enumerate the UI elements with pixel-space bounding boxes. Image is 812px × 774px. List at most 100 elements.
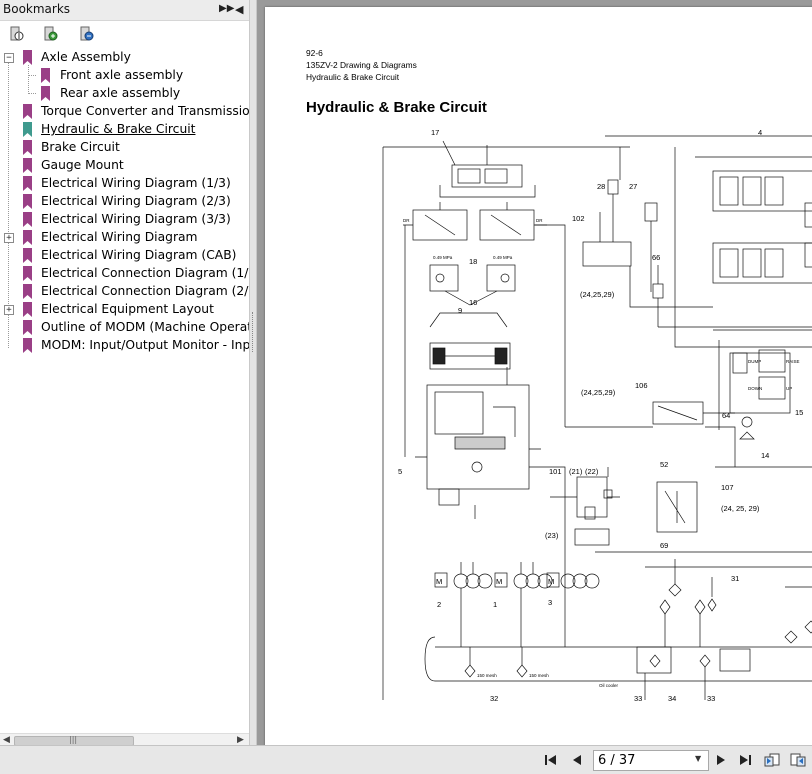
bookmark-electrical-wiring[interactable]: + Electrical Wiring Diagram <box>0 229 249 247</box>
bookmark-ribbon-icon <box>23 104 32 119</box>
callout-3: 3 <box>548 598 552 607</box>
valve-label: DUMP <box>748 359 761 364</box>
bookmark-ribbon-icon <box>23 122 32 137</box>
callout-107: 107 <box>721 483 734 492</box>
bookmark-ribbon-icon <box>23 212 32 227</box>
callout-9: 9 <box>458 306 462 315</box>
reference-note: (24,25,29) <box>581 388 616 397</box>
bookmark-electrical-wiring-2[interactable]: Electrical Wiring Diagram (2/3) <box>0 193 249 211</box>
bookmark-hydraulic-brake-circuit[interactable]: Hydraulic & Brake Circuit <box>0 121 249 139</box>
page-navigation-bar: 6 / 37 ▼ <box>0 745 812 774</box>
chevron-down-icon[interactable]: ▼ <box>695 754 702 763</box>
bookmark-electrical-equipment-layout[interactable]: + Electrical Equipment Layout <box>0 301 249 319</box>
next-page-button[interactable] <box>712 752 730 768</box>
collapse-all-bookmarks-icon[interactable] <box>78 25 96 43</box>
callout-106: 106 <box>635 381 648 390</box>
first-page-button[interactable] <box>542 752 560 768</box>
bookmark-torque-converter[interactable]: Torque Converter and Transmission <box>0 103 249 121</box>
bookmark-ribbon-icon <box>23 50 32 65</box>
motor-label: M <box>436 577 442 586</box>
bookmark-ribbon-icon <box>23 158 32 173</box>
bookmark-brake-circuit[interactable]: Brake Circuit <box>0 139 249 157</box>
bookmark-ribbon-icon <box>23 284 32 299</box>
callout-33: 33 <box>634 694 642 703</box>
document-viewer[interactable]: 92-6 135ZV-2 Drawing & Diagrams Hydrauli… <box>257 0 812 745</box>
page-subtitle: 135ZV-2 Drawing & Diagrams <box>306 60 417 70</box>
strainer-label: 150 mesh <box>477 673 497 678</box>
scroll-right-icon[interactable]: ▶ <box>237 735 244 745</box>
callout-2: 2 <box>437 600 441 609</box>
bookmark-electrical-wiring-1[interactable]: Electrical Wiring Diagram (1/3) <box>0 175 249 193</box>
bookmarks-horizontal-scrollbar[interactable]: ◀ ||| ▶ <box>0 733 249 747</box>
bookmark-electrical-connection-1[interactable]: Electrical Connection Diagram (1/2) <box>0 265 249 283</box>
bookmark-electrical-wiring-3[interactable]: Electrical Wiring Diagram (3/3) <box>0 211 249 229</box>
callout-102: 102 <box>572 214 585 223</box>
bookmarks-tree: − Axle Assembly Front axle assembly Rear… <box>0 48 249 733</box>
pressure-label: 0.49 MPa <box>433 255 453 260</box>
page-title: Hydraulic & Brake Circuit <box>306 99 487 116</box>
bookmark-options-icon[interactable] <box>8 25 26 43</box>
bookmark-rear-axle-assembly[interactable]: Rear axle assembly <box>0 85 249 103</box>
bookmark-axle-assembly[interactable]: − Axle Assembly <box>0 49 249 67</box>
bookmark-modm-io-monitor[interactable]: MODM: Input/Output Monitor - Input/ <box>0 337 249 355</box>
bookmark-ribbon-icon <box>23 194 32 209</box>
callout-17: 17 <box>431 128 439 137</box>
callout-16: 16 <box>469 298 477 307</box>
collapse-toggle-icon[interactable]: − <box>4 53 14 63</box>
port-label: DR <box>403 218 410 223</box>
bookmark-ribbon-icon <box>23 338 32 353</box>
pressure-label: 0.49 MPa <box>493 255 513 260</box>
port-label: DR <box>536 218 543 223</box>
bookmarks-panel: Bookmarks ▶▶ ◀ − Axle Assembly Front axl… <box>0 0 250 773</box>
collapse-panel-icon[interactable]: ◀ <box>235 3 244 16</box>
expand-toggle-icon[interactable]: + <box>4 233 14 243</box>
pdf-page: 92-6 135ZV-2 Drawing & Diagrams Hydrauli… <box>265 7 812 745</box>
callout-27: 27 <box>629 182 637 191</box>
callout-52: 52 <box>660 460 668 469</box>
callout-66: 66 <box>652 253 660 262</box>
go-forward-button[interactable] <box>789 752 807 768</box>
bookmark-ribbon-icon <box>41 68 50 83</box>
scroll-left-icon[interactable]: ◀ <box>3 735 10 745</box>
callout-21: (21) <box>569 467 583 476</box>
motor-label: M <box>548 577 554 586</box>
strainer-label: 150 mesh <box>529 673 549 678</box>
page-number-input[interactable]: 6 / 37 <box>598 753 636 768</box>
callout-34: 34 <box>668 694 676 703</box>
callout-14: 14 <box>761 451 769 460</box>
valve-label: RAISE <box>786 359 800 364</box>
bookmark-gauge-mount[interactable]: Gauge Mount <box>0 157 249 175</box>
bookmark-electrical-connection-2[interactable]: Electrical Connection Diagram (2/2) <box>0 283 249 301</box>
expand-toggle-icon[interactable]: + <box>4 305 14 315</box>
reference-note: (24, 25, 29) <box>721 504 760 513</box>
callout-69: 69 <box>660 541 668 550</box>
callout-4: 4 <box>758 128 762 137</box>
previous-page-button[interactable] <box>568 752 586 768</box>
page-number-text: 92-6 <box>306 48 323 58</box>
page-selector[interactable]: 6 / 37 ▼ <box>593 750 709 771</box>
page-section: Hydraulic & Brake Circuit <box>306 72 400 82</box>
callout-32: 32 <box>490 694 498 703</box>
cooler-label: Oil cooler <box>599 683 619 688</box>
last-page-button[interactable] <box>736 752 754 768</box>
expand-all-bookmarks-icon[interactable] <box>42 25 60 43</box>
callout-64: 64 <box>722 411 730 420</box>
bookmark-ribbon-icon <box>23 320 32 335</box>
bookmark-front-axle-assembly[interactable]: Front axle assembly <box>0 67 249 85</box>
bookmark-ribbon-icon <box>23 140 32 155</box>
valve-label: UP <box>786 386 792 391</box>
callout-28: 28 <box>597 182 605 191</box>
motor-label: M <box>496 577 502 586</box>
bookmark-ribbon-icon <box>23 176 32 191</box>
callout-15: 15 <box>795 408 803 417</box>
go-back-button[interactable] <box>763 752 781 768</box>
panel-splitter[interactable] <box>250 0 257 773</box>
bookmarks-header: Bookmarks ▶▶ ◀ <box>0 0 249 21</box>
bookmark-electrical-wiring-cab[interactable]: Electrical Wiring Diagram (CAB) <box>0 247 249 265</box>
callout-18: 18 <box>469 257 477 266</box>
callout-22: (22) <box>585 467 599 476</box>
hydraulic-circuit-diagram: 17 4 28 27 102 18 16 9 66 106 64 15 14 5… <box>382 128 812 703</box>
bookmark-outline-modm[interactable]: Outline of MODM (Machine Operation <box>0 319 249 337</box>
bookmarks-title: Bookmarks <box>3 2 71 16</box>
expand-panel-icon[interactable]: ▶▶ <box>219 3 235 14</box>
